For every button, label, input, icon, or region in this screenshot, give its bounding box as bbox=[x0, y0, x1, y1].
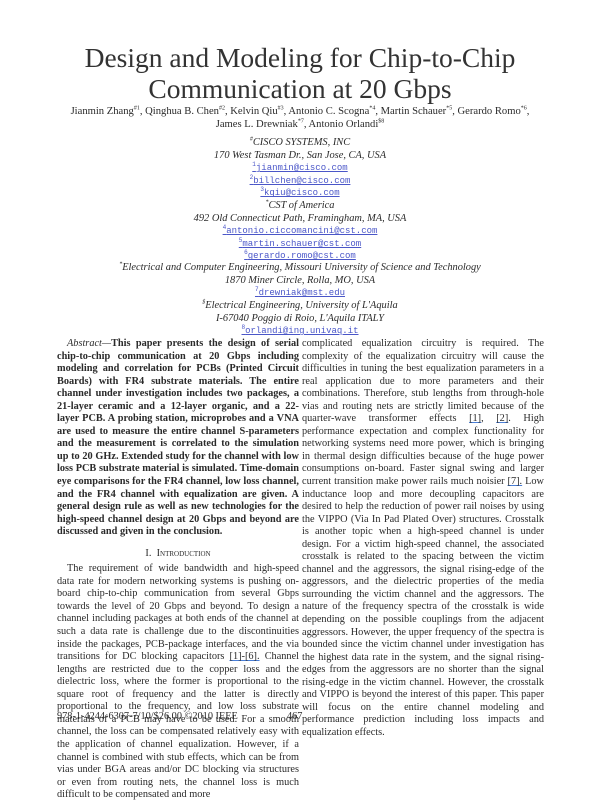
affiliation-sup: * bbox=[119, 261, 123, 268]
affiliation-address: 1870 Miner Circle, Rolla, MO, USA bbox=[224, 274, 376, 286]
section-title: Introduction bbox=[156, 547, 211, 559]
email-sup: 1 bbox=[252, 161, 256, 169]
author-sup: #1 bbox=[133, 105, 140, 112]
affiliation-cst: *CST of America 492 Old Connecticut Path… bbox=[40, 200, 560, 263]
intro-paragraph-continued: complicated equalization circuitry is re… bbox=[302, 338, 544, 740]
separator: , bbox=[303, 119, 309, 130]
affiliation-sup: $ bbox=[202, 299, 206, 306]
email-sup: 2 bbox=[249, 173, 254, 181]
separator: , bbox=[481, 413, 497, 425]
affiliation-sup: * bbox=[265, 199, 269, 206]
author-sup: *6 bbox=[520, 105, 527, 112]
org-name: Electrical Engineering, University of L'… bbox=[205, 300, 398, 311]
citation-link[interactable]: [2] bbox=[496, 413, 509, 425]
email-sup: 4 bbox=[222, 224, 227, 232]
abstract-label: Abstract bbox=[67, 338, 102, 349]
intro-text: Channel lengths are restricted due to th… bbox=[57, 651, 300, 801]
separator: , bbox=[283, 106, 289, 117]
email-text: orlandi@ing.univaq.it bbox=[245, 326, 359, 337]
affiliation-address: I-67040 Poggio di Roio, L'Aquila ITALY bbox=[215, 312, 385, 324]
citation-link[interactable]: [1]-[6]. bbox=[229, 651, 260, 663]
title-line-2: Communication at 20 Gbps bbox=[148, 73, 452, 104]
separator: , bbox=[224, 106, 231, 117]
org-name: CST of America bbox=[268, 200, 335, 211]
email-text: billchen@cisco.com bbox=[253, 175, 351, 186]
author-name: Qinghua B. Chen bbox=[145, 106, 219, 117]
affiliation-address: 170 West Tasman Dr., San Jose, CA, USA bbox=[213, 149, 387, 161]
affiliation-org: #CISCO SYSTEMS, INC bbox=[40, 137, 560, 150]
author-name: James L. Drewniak bbox=[215, 119, 298, 130]
email-link[interactable]: 3kqiu@cisco.com bbox=[40, 187, 560, 200]
email-sup: 7 bbox=[254, 286, 259, 294]
author-name: Antonio Orlandi bbox=[308, 119, 379, 130]
abstract-text: This paper presents the design of serial… bbox=[57, 338, 299, 538]
intro-text: Low inductance loop and more decoupling … bbox=[302, 476, 544, 738]
email-text: gerardo.romo@cst.com bbox=[247, 251, 356, 262]
author-sup: *5 bbox=[446, 105, 453, 112]
author-name: Jianmin Zhang bbox=[70, 106, 134, 117]
abstract-dash: — bbox=[101, 338, 112, 349]
affiliation-org: *Electrical and Computer Engineering, Mi… bbox=[40, 262, 560, 275]
author-sup: *4 bbox=[369, 105, 376, 112]
author-line-2: James L. Drewniak*7, Antonio Orlandi$8 bbox=[40, 118, 560, 131]
affiliation-org: $Electrical Engineering, University of L… bbox=[40, 300, 560, 313]
intro-text: complicated equalization circuitry is re… bbox=[302, 338, 544, 425]
separator: , bbox=[139, 106, 146, 117]
citation-link[interactable]: [1] bbox=[469, 413, 482, 425]
author-name: Kelvin Qiu bbox=[230, 106, 278, 117]
email-sup: 5 bbox=[238, 236, 243, 244]
author-line-1: Jianmin Zhang#1, Qinghua B. Chen#2, Kelv… bbox=[40, 105, 560, 118]
abstract: Abstract—This paper presents the design … bbox=[57, 338, 299, 539]
affiliation-cisco: #CISCO SYSTEMS, INC 170 West Tasman Dr.,… bbox=[40, 137, 560, 200]
page-number: 467 bbox=[287, 711, 303, 722]
email-sup: 8 bbox=[241, 324, 246, 332]
affiliation-org: *CST of America bbox=[40, 200, 560, 213]
left-column: Abstract—This paper presents the design … bbox=[57, 338, 299, 802]
email-link[interactable]: 8orlandi@ing.univaq.it bbox=[40, 325, 560, 338]
section-heading: I. Introduction bbox=[57, 548, 299, 561]
intro-text: The requirement of wide bandwidth and hi… bbox=[57, 563, 299, 663]
org-name: Electrical and Computer Engineering, Mis… bbox=[122, 262, 481, 273]
email-link[interactable]: 4antonio.ciccomancini@cst.com bbox=[40, 225, 560, 238]
email-link[interactable]: 1jianmin@cisco.com bbox=[40, 162, 560, 175]
affiliation-aquila: $Electrical Engineering, University of L… bbox=[40, 300, 560, 338]
email-link[interactable]: 7drewniak@mst.edu bbox=[40, 287, 560, 300]
intro-text: . High performance expectation and compl… bbox=[302, 413, 544, 488]
email-sup: 3 bbox=[260, 186, 264, 194]
author-name: Antonio C. Scogna bbox=[288, 106, 370, 117]
right-column: complicated equalization circuitry is re… bbox=[302, 338, 544, 740]
affiliation-sup: # bbox=[249, 136, 253, 143]
separator: , bbox=[452, 106, 458, 117]
email-link[interactable]: 2billchen@cisco.com bbox=[40, 173, 560, 188]
author-sup: $8 bbox=[378, 118, 385, 125]
author-sup: *7 bbox=[297, 118, 304, 125]
separator: , bbox=[526, 106, 530, 117]
paper-title: Design and Modeling for Chip-to-Chip Com… bbox=[0, 42, 600, 104]
email-text: kqiu@cisco.com bbox=[263, 188, 340, 199]
email-sup: 6 bbox=[244, 249, 248, 257]
author-sup: #3 bbox=[277, 105, 284, 112]
org-name: CISCO SYSTEMS, INC bbox=[252, 137, 351, 148]
email-link[interactable]: 5martin.schauer@cst.com bbox=[40, 236, 560, 251]
email-link[interactable]: 6gerardo.romo@cst.com bbox=[40, 250, 560, 263]
email-text: jianmin@cisco.com bbox=[255, 163, 348, 174]
affiliation-address: 492 Old Connecticut Path, Framingham, MA… bbox=[193, 212, 407, 224]
email-text: antonio.ciccomancini@cst.com bbox=[226, 226, 378, 237]
author-sup: #2 bbox=[218, 105, 225, 112]
email-text: martin.schauer@cst.com bbox=[242, 238, 362, 249]
author-name: Martin Schauer bbox=[380, 106, 447, 117]
citation-link[interactable]: [7]. bbox=[507, 476, 523, 488]
author-list: Jianmin Zhang#1, Qinghua B. Chen#2, Kelv… bbox=[40, 105, 560, 131]
author-name: Gerardo Romo bbox=[457, 106, 521, 117]
separator: , bbox=[375, 106, 381, 117]
intro-paragraph: The requirement of wide bandwidth and hi… bbox=[57, 563, 299, 801]
copyright-notice: 978-1-4244-6307-7/10/$26.00 ©2010 IEEE bbox=[57, 711, 238, 722]
title-line-1: Design and Modeling for Chip-to-Chip bbox=[84, 42, 516, 73]
affiliation-mst: *Electrical and Computer Engineering, Mi… bbox=[40, 262, 560, 300]
section-number: I. bbox=[145, 547, 152, 559]
email-text: drewniak@mst.edu bbox=[258, 288, 346, 299]
